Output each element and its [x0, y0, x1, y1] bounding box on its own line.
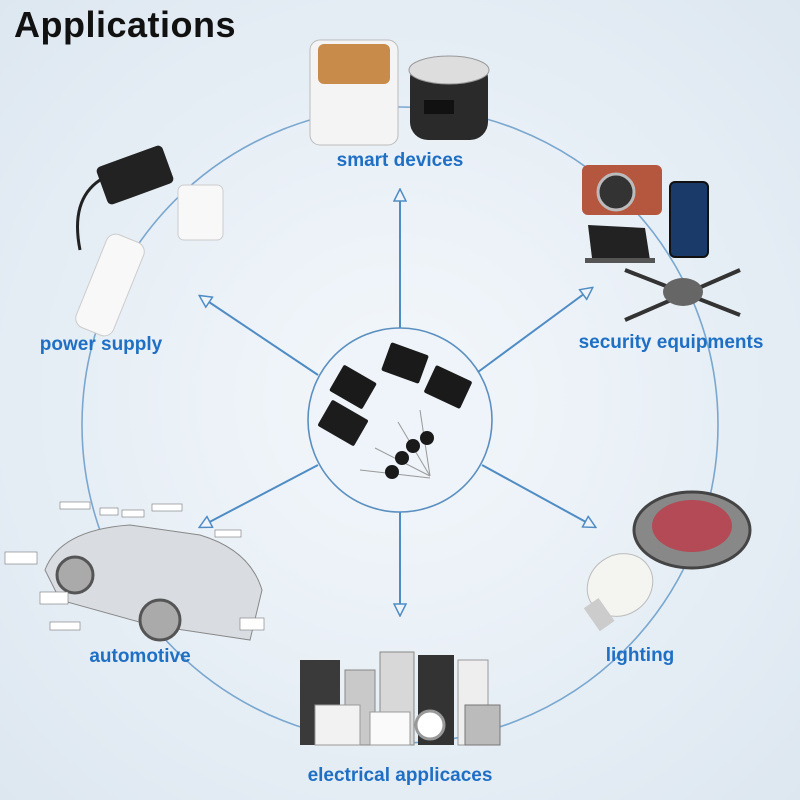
arrow-security: [477, 288, 592, 373]
security-equipments-image: [582, 165, 741, 322]
label-automotive: automotive: [89, 646, 191, 667]
arrow-power-supply: [200, 296, 319, 376]
label-lighting: lighting: [605, 645, 675, 666]
arrow-lighting: [481, 464, 595, 527]
label-security-equipments: security equipments: [578, 332, 764, 353]
arrow-automotive: [200, 464, 319, 527]
label-smart-devices: smart devices: [336, 150, 464, 171]
diode-components-image: [318, 342, 472, 479]
page-title: Applications: [14, 4, 237, 45]
lighting-image: [583, 490, 752, 632]
electrical-appliances-image: [300, 651, 501, 746]
label-electrical-appliances: electrical applicaces: [307, 765, 493, 786]
automotive-image: [4, 501, 265, 642]
label-power-supply: power supply: [39, 334, 163, 355]
smart-devices-image: [309, 39, 490, 146]
power-supply-image: [75, 145, 224, 337]
